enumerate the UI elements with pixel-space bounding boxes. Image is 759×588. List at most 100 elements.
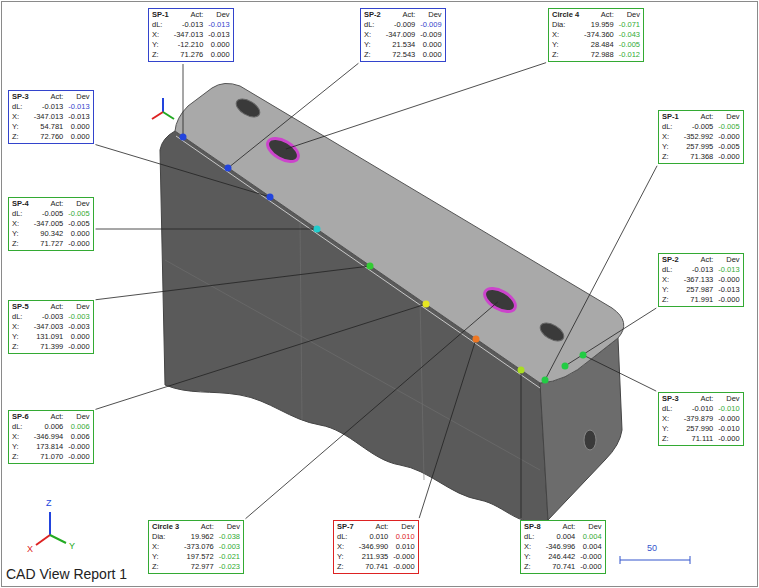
column-header: Act: xyxy=(184,522,214,532)
table-cell: 28.484 xyxy=(584,40,614,50)
measure-point xyxy=(518,367,525,374)
table-cell: -0.009 xyxy=(420,30,441,40)
column-header: Act: xyxy=(684,112,714,122)
table-cell: -0.009 xyxy=(420,20,441,30)
table-cell: Y: xyxy=(12,332,29,342)
callout-title: Circle 3 xyxy=(152,522,179,532)
table-cell: 0.000 xyxy=(420,50,441,60)
table-cell: -0.010 xyxy=(684,404,714,414)
callout-title: Circle 4 xyxy=(552,10,579,20)
table-cell: 197.572 xyxy=(184,552,214,562)
leader-line xyxy=(546,166,657,378)
table-cell: -0.000 xyxy=(68,239,89,249)
table-cell: X: xyxy=(12,112,29,122)
table-cell: Z: xyxy=(12,239,29,249)
table-cell: -0.005 xyxy=(68,219,89,229)
table-cell: Y: xyxy=(12,442,29,452)
table-cell: 71.070 xyxy=(34,452,64,462)
table-cell: -346.994 xyxy=(34,432,64,442)
column-header: Dev xyxy=(580,522,601,532)
leader-line xyxy=(286,63,546,149)
hole xyxy=(584,430,596,450)
table-cell: -0.038 xyxy=(219,532,240,542)
measure-point xyxy=(423,301,430,308)
table-cell: 0.000 xyxy=(68,229,89,239)
table-cell: dL: xyxy=(662,404,679,414)
column-header: Dev xyxy=(718,112,739,122)
table-cell: Y: xyxy=(152,40,169,50)
column-header: Dev xyxy=(68,199,89,209)
column-header: Act: xyxy=(34,92,64,102)
table-cell: Y: xyxy=(152,552,179,562)
table-cell: X: xyxy=(524,542,541,552)
hole xyxy=(233,95,263,120)
callout-title: SP-1 xyxy=(662,112,679,122)
table-cell: 0.000 xyxy=(68,132,89,142)
table-cell: 19.959 xyxy=(584,20,614,30)
table-cell: -0.000 xyxy=(718,295,739,305)
callout-box: SP-2Act:DevdL:-0.013-0.013X:-367.133-0.0… xyxy=(658,253,744,307)
callout-box: SP-2Act:DevdL:-0.009-0.009X:-347.009-0.0… xyxy=(360,8,446,62)
table-cell: 173.814 xyxy=(34,442,64,452)
axis-line xyxy=(163,112,174,119)
table-cell: X: xyxy=(662,132,679,142)
table-cell: 0.004 xyxy=(580,532,601,542)
table-cell: Dia: xyxy=(152,532,179,542)
table-cell: Y: xyxy=(337,552,354,562)
table-cell: -0.043 xyxy=(619,30,640,40)
column-header: Dev xyxy=(68,412,89,422)
table-cell: -0.000 xyxy=(393,552,414,562)
table-cell: 0.004 xyxy=(546,532,576,542)
table-cell: -0.003 xyxy=(219,542,240,552)
table-cell: -0.005 xyxy=(718,142,739,152)
table-cell: -0.010 xyxy=(718,404,739,414)
table-cell: -347.013 xyxy=(174,30,204,40)
leader-line xyxy=(95,305,423,409)
table-cell: 70.741 xyxy=(546,562,576,572)
measure-point xyxy=(580,352,587,359)
table-cell: -0.000 xyxy=(718,132,739,142)
table-cell: 72.543 xyxy=(386,50,416,60)
table-cell: -0.000 xyxy=(718,414,739,424)
measure-point xyxy=(473,336,480,343)
table-cell: 71.276 xyxy=(174,50,204,60)
callout-box: SP-1Act:DevdL:-0.013-0.013X:-347.013-0.0… xyxy=(148,8,234,62)
table-cell: -0.013 xyxy=(208,20,229,30)
table-cell: Y: xyxy=(12,229,29,239)
table-cell: -347.013 xyxy=(34,112,64,122)
table-cell: dL: xyxy=(364,20,381,30)
column-header: Dev xyxy=(68,92,89,102)
callout-box: SP-4Act:DevdL:-0.005-0.005X:-347.005-0.0… xyxy=(8,197,94,251)
leader-line xyxy=(419,342,475,518)
table-cell: 0.000 xyxy=(68,122,89,132)
axis-line xyxy=(162,98,164,112)
measure-point xyxy=(225,165,232,172)
table-cell: 72.760 xyxy=(34,132,64,142)
table-cell: -0.003 xyxy=(34,312,64,322)
table-cell: Z: xyxy=(662,295,679,305)
table-cell: Z: xyxy=(12,342,29,352)
table-cell: -0.013 xyxy=(208,30,229,40)
table-cell: -0.013 xyxy=(718,285,739,295)
table-cell: -0.023 xyxy=(219,562,240,572)
table-cell: 21.534 xyxy=(386,40,416,50)
table-cell: -0.009 xyxy=(386,20,416,30)
table-cell: Y: xyxy=(662,285,679,295)
table-cell: 90.342 xyxy=(34,229,64,239)
table-cell: 131.091 xyxy=(34,332,64,342)
callout-box: Circle 4Act:DevDia:19.959-0.071X:-374.36… xyxy=(548,8,644,62)
axis-label: X xyxy=(27,544,33,554)
leader-line xyxy=(96,266,367,299)
table-cell: 0.000 xyxy=(420,40,441,50)
leader-line xyxy=(246,302,498,519)
table-cell: -0.000 xyxy=(718,434,739,444)
top-axis-triad xyxy=(152,98,174,119)
measure-point xyxy=(542,377,549,384)
table-cell: X: xyxy=(662,275,679,285)
table-cell: dL: xyxy=(12,102,29,112)
table-cell: 0.010 xyxy=(359,532,389,542)
scale-bar xyxy=(620,556,690,564)
